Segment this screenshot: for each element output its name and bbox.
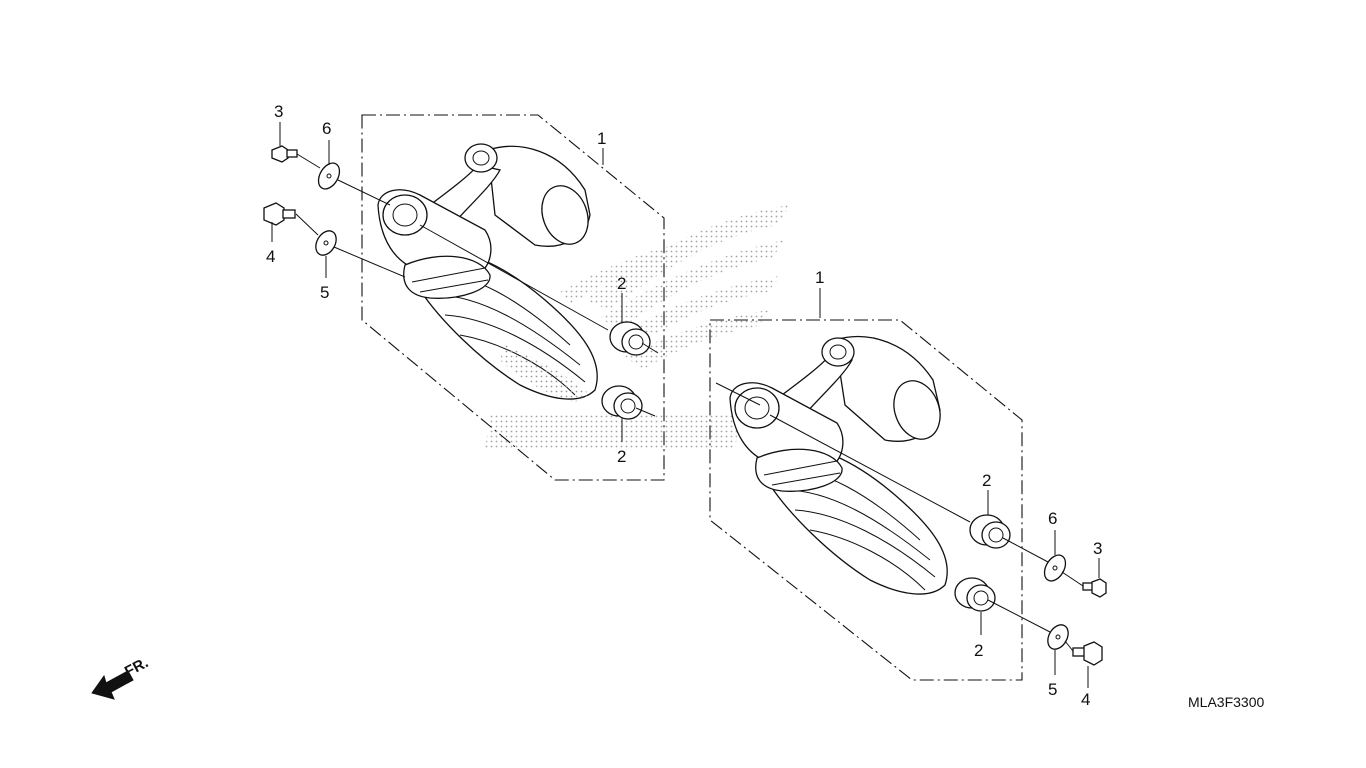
brand-watermark (485, 205, 790, 450)
left-callout-6: 6 (322, 119, 331, 138)
left-callout-1: 1 (597, 129, 606, 148)
right-callout-2-upper: 2 (982, 471, 991, 490)
right-callout-3: 3 (1093, 539, 1102, 558)
right-collar-lower (954, 577, 996, 612)
left-collar-lower (601, 385, 643, 420)
left-callout-2-lower: 2 (617, 447, 626, 466)
left-callout-2-upper: 2 (617, 274, 626, 293)
left-top-mount (377, 189, 492, 299)
left-shock-assembly: 1 2 2 3 4 5 6 (263, 102, 665, 481)
right-callout-6: 6 (1048, 509, 1057, 528)
right-reservoir (780, 336, 941, 442)
left-reservoir (428, 143, 591, 247)
left-collar-upper (609, 321, 651, 356)
right-washer-6 (1043, 554, 1067, 582)
left-leaders (271, 122, 659, 442)
left-washer-5 (315, 230, 337, 256)
right-assembly-boundary (709, 319, 1023, 681)
left-washer-6 (317, 162, 341, 190)
right-callout-2-lower: 2 (974, 641, 983, 660)
diagram-code: MLA3F3300 (1188, 694, 1264, 710)
left-bolt-4 (263, 202, 296, 226)
arrow-left-down-icon (91, 670, 134, 700)
right-washer-5 (1047, 624, 1069, 650)
right-bolt-3 (1082, 578, 1107, 598)
right-callout-5: 5 (1048, 680, 1057, 699)
left-bolt-3 (271, 145, 298, 163)
right-bolt-4 (1072, 641, 1103, 666)
left-callout-4: 4 (266, 247, 275, 266)
left-assembly-boundary (361, 114, 665, 481)
front-direction-indicator: FR. (91, 654, 151, 700)
right-callout-4: 4 (1081, 690, 1090, 709)
right-collar-upper (969, 514, 1011, 549)
right-leaders (715, 288, 1100, 688)
left-callout-3: 3 (274, 102, 283, 121)
right-top-mount (729, 382, 844, 492)
left-callout-5: 5 (320, 283, 329, 302)
right-callout-1: 1 (815, 268, 824, 287)
right-shock-assembly: 1 2 2 3 4 5 6 (709, 268, 1107, 709)
